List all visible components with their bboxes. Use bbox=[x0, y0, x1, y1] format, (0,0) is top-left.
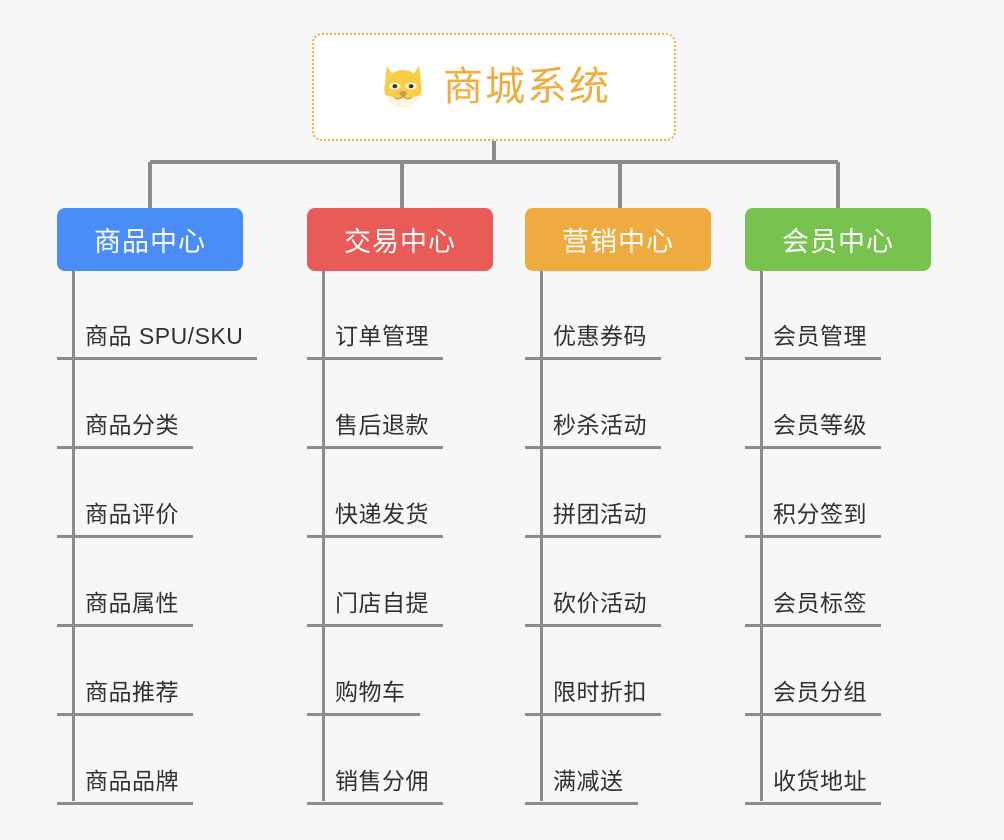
list-item-label: 商品品牌 bbox=[57, 762, 193, 805]
list-item[interactable]: 拼团活动 bbox=[525, 449, 711, 538]
list-item[interactable]: 收货地址 bbox=[745, 716, 931, 805]
shiba-dog-emoji bbox=[384, 65, 422, 108]
list-item-label: 拼团活动 bbox=[525, 495, 661, 538]
list-item[interactable]: 商品分类 bbox=[57, 360, 243, 449]
category-header-营销中心[interactable]: 营销中心 bbox=[525, 208, 711, 271]
list-item-label: 会员管理 bbox=[745, 317, 881, 360]
category-items-list: 会员管理 会员等级 积分签到 会员标签 会员分组 收货地址 bbox=[745, 271, 931, 805]
list-item-label: 商品 SPU/SKU bbox=[57, 317, 258, 360]
list-item-label: 售后退款 bbox=[307, 406, 443, 449]
category-header-label: 营销中心 bbox=[562, 227, 674, 257]
list-item-label: 会员等级 bbox=[745, 406, 881, 449]
category-items-list: 优惠券码 秒杀活动 拼团活动 砍价活动 限时折扣 满减送 bbox=[525, 271, 711, 805]
list-item[interactable]: 秒杀活动 bbox=[525, 360, 711, 449]
list-item[interactable]: 积分签到 bbox=[745, 449, 931, 538]
list-item[interactable]: 销售分佣 bbox=[307, 716, 493, 805]
list-item-label: 收货地址 bbox=[745, 762, 881, 805]
list-item-label: 快递发货 bbox=[307, 495, 443, 538]
list-item-label: 积分签到 bbox=[745, 495, 881, 538]
list-item[interactable]: 会员等级 bbox=[745, 360, 931, 449]
list-item[interactable]: 订单管理 bbox=[307, 271, 493, 360]
category-items-list: 商品 SPU/SKU 商品分类 商品评价 商品属性 商品推荐 商品品牌 bbox=[57, 271, 258, 805]
list-item-label: 秒杀活动 bbox=[525, 406, 661, 449]
list-item[interactable]: 商品推荐 bbox=[57, 627, 243, 716]
category-column-3: 营销中心 优惠券码 秒杀活动 拼团活动 砍价活动 限时折扣 满减送 bbox=[525, 208, 711, 805]
root-node[interactable]: 商城系统 bbox=[312, 33, 676, 141]
list-item[interactable]: 购物车 bbox=[307, 627, 493, 716]
list-item-label: 限时折扣 bbox=[525, 673, 661, 716]
list-item[interactable]: 商品 SPU/SKU bbox=[57, 271, 258, 360]
list-item-label: 购物车 bbox=[307, 673, 420, 716]
list-item[interactable]: 会员标签 bbox=[745, 538, 931, 627]
category-column-2: 交易中心 订单管理 售后退款 快递发货 门店自提 购物车 销售分佣 bbox=[307, 208, 493, 805]
list-item-label: 会员分组 bbox=[745, 673, 881, 716]
list-item[interactable]: 满减送 bbox=[525, 716, 711, 805]
category-column-1: 商品中心 商品 SPU/SKU 商品分类 商品评价 商品属性 商品推荐 商品品牌 bbox=[57, 208, 258, 805]
list-item-label: 会员标签 bbox=[745, 584, 881, 627]
list-item[interactable]: 快递发货 bbox=[307, 449, 493, 538]
list-item-label: 门店自提 bbox=[307, 584, 443, 627]
list-item[interactable]: 商品品牌 bbox=[57, 716, 243, 805]
list-item-label: 优惠券码 bbox=[525, 317, 661, 360]
list-item-label: 商品分类 bbox=[57, 406, 193, 449]
list-item-label: 订单管理 bbox=[307, 317, 443, 360]
category-header-商品中心[interactable]: 商品中心 bbox=[57, 208, 243, 271]
category-header-会员中心[interactable]: 会员中心 bbox=[745, 208, 931, 271]
list-item[interactable]: 门店自提 bbox=[307, 538, 493, 627]
list-item-label: 砍价活动 bbox=[525, 584, 661, 627]
list-item-label: 商品推荐 bbox=[57, 673, 193, 716]
list-item-label: 商品属性 bbox=[57, 584, 193, 627]
category-header-label: 商品中心 bbox=[94, 227, 206, 257]
list-item[interactable]: 商品属性 bbox=[57, 538, 243, 627]
list-item-label: 销售分佣 bbox=[307, 762, 443, 805]
list-item[interactable]: 优惠券码 bbox=[525, 271, 711, 360]
list-item-label: 满减送 bbox=[525, 762, 638, 805]
list-item[interactable]: 会员管理 bbox=[745, 271, 931, 360]
category-header-label: 会员中心 bbox=[782, 227, 894, 257]
list-item-label: 商品评价 bbox=[57, 495, 193, 538]
category-items-list: 订单管理 售后退款 快递发货 门店自提 购物车 销售分佣 bbox=[307, 271, 493, 805]
category-header-label: 交易中心 bbox=[344, 227, 456, 257]
list-item[interactable]: 砍价活动 bbox=[525, 538, 711, 627]
list-item[interactable]: 商品评价 bbox=[57, 449, 243, 538]
root-title: 商城系统 bbox=[443, 65, 611, 109]
category-column-4: 会员中心 会员管理 会员等级 积分签到 会员标签 会员分组 收货地址 bbox=[745, 208, 931, 805]
list-item[interactable]: 售后退款 bbox=[307, 360, 493, 449]
list-item[interactable]: 会员分组 bbox=[745, 627, 931, 716]
list-item[interactable]: 限时折扣 bbox=[525, 627, 711, 716]
category-header-交易中心[interactable]: 交易中心 bbox=[307, 208, 493, 271]
